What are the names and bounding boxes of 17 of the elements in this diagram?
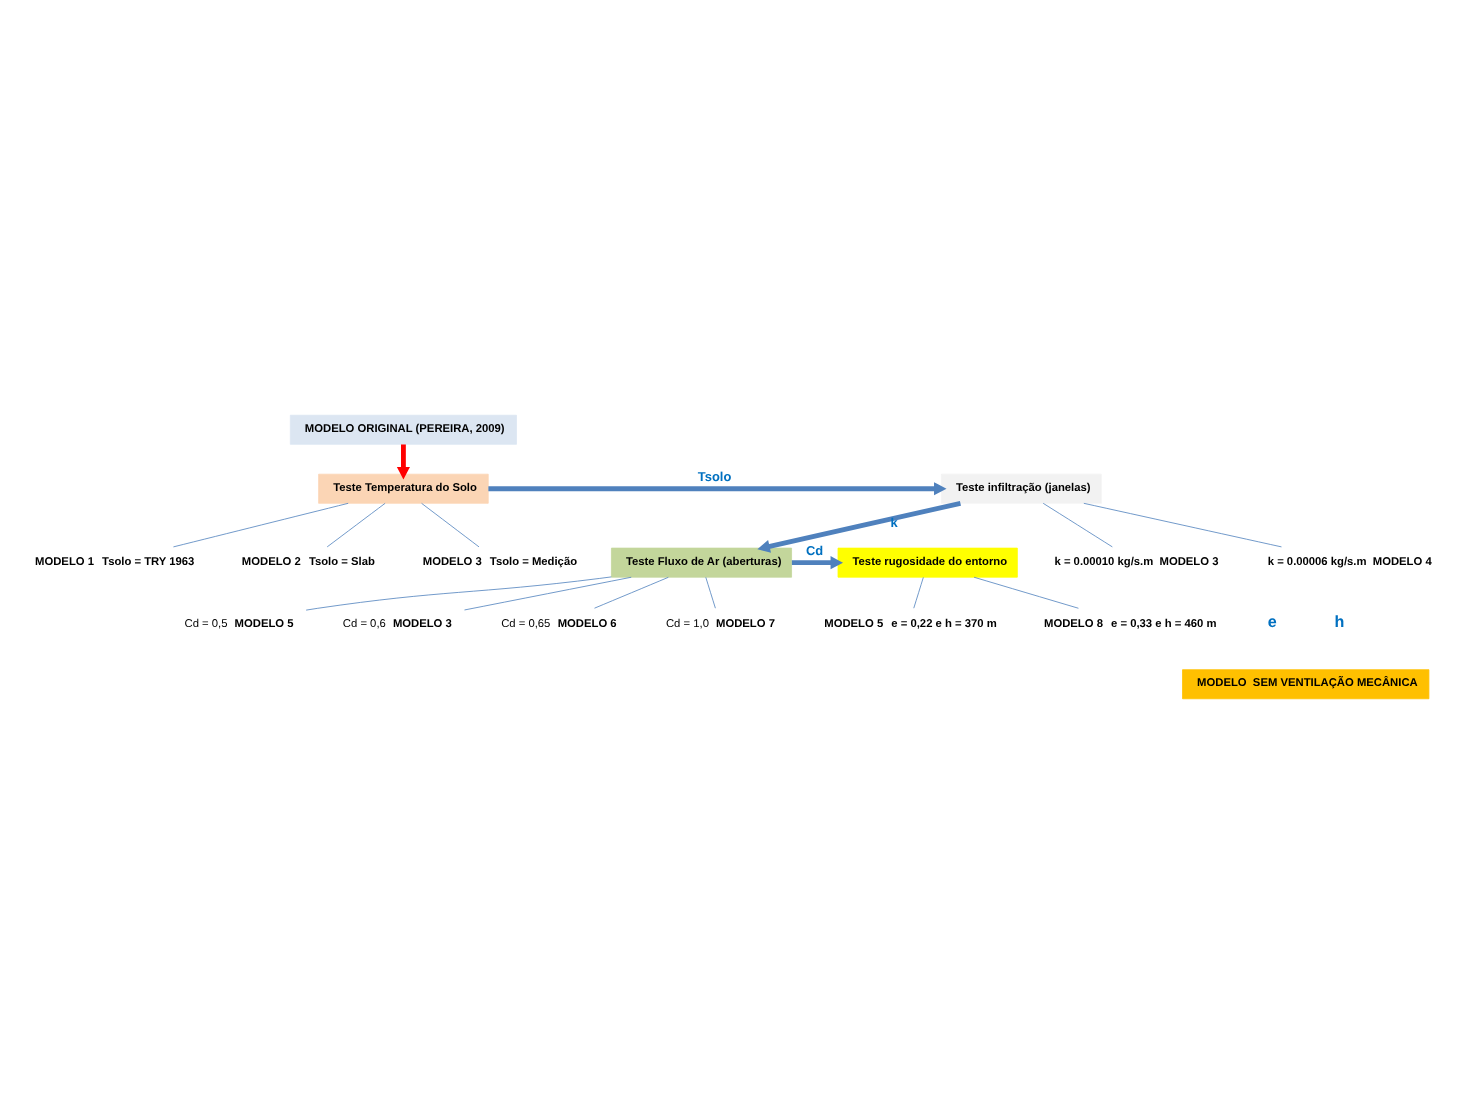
connector [594,576,669,609]
connector [1042,502,1113,548]
connector [421,502,480,548]
label: e [1267,613,1277,632]
connector [913,576,924,609]
label: h [1334,613,1345,632]
arrow [791,556,844,570]
connector [173,502,349,548]
connector [305,576,612,611]
connector [705,576,716,609]
connector [326,502,386,548]
arrow [757,500,961,553]
arrow [488,482,947,496]
connector [464,576,632,611]
arrow [396,444,410,480]
connector [973,576,1079,609]
connector [1083,502,1282,548]
